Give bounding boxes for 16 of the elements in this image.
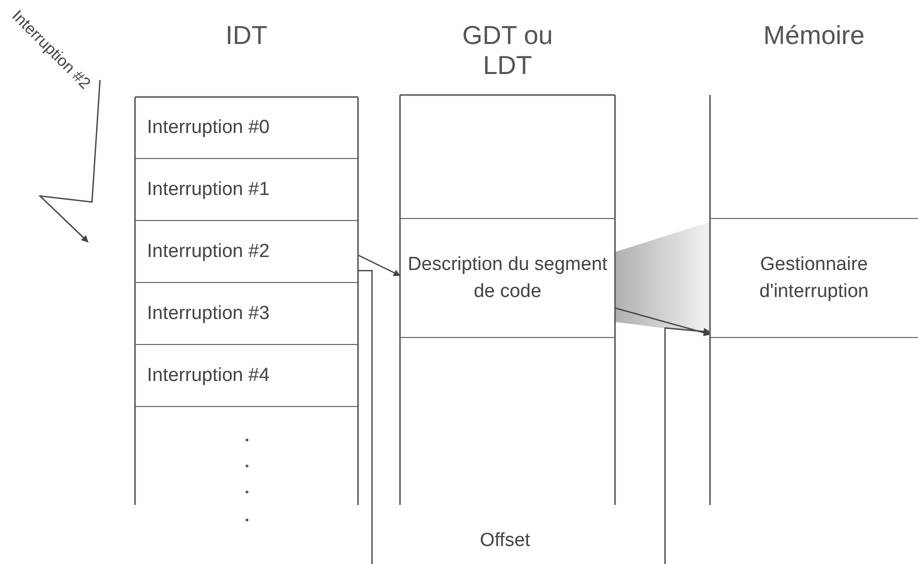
table-entry: Interruption #2 [135,221,358,283]
offset-label: Offset [478,530,532,552]
column-heading: GDT ou LDT [461,20,554,80]
arrow [358,254,401,276]
table-band: Gestionnaire d'interruption [710,218,918,338]
table-entry: Interruption #4 [135,345,358,407]
arrow [614,307,711,336]
table-entry: Interruption #3 [135,283,358,345]
arrow [38,80,101,242]
connector-line [358,270,373,564]
column-heading: IDT [224,20,268,50]
column-heading: Mémoire [762,20,866,50]
arrow [664,327,711,564]
table-band: Description du segment de code [400,218,615,338]
table-entry: Interruption #0 [135,97,358,159]
table-entry: Interruption #1 [135,159,358,221]
